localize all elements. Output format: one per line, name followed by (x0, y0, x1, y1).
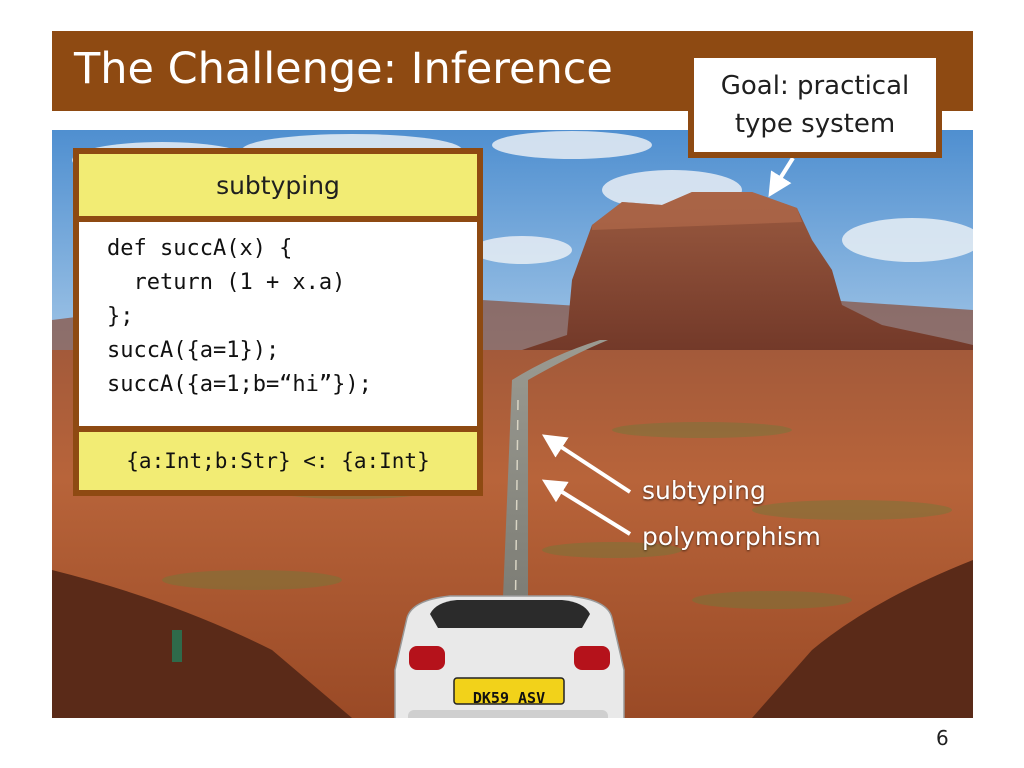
desert-road-photo (52, 130, 973, 718)
code-block: def succA(x) { return (1 + x.a) }; succA… (79, 222, 477, 426)
goal-line-2: type system (734, 109, 896, 139)
code-line: succA({a=1}); (107, 338, 280, 363)
subtyping-code-panel: subtyping def succA(x) { return (1 + x.a… (73, 148, 483, 496)
code-line: succA({a=1;b=“hi”}); (107, 372, 372, 397)
goal-callout: Goal: practical type system (688, 52, 942, 158)
license-plate: DK59 ASV (472, 689, 546, 707)
subtyping-arrow (541, 434, 632, 494)
subtype-relation: {a:Int;b:Str} <: {a:Int} (79, 432, 477, 490)
code-line: def succA(x) { (107, 236, 293, 261)
road-label-subtyping: subtyping (642, 476, 766, 505)
polymorphism-arrow (541, 479, 632, 536)
road-label-polymorphism: polymorphism (642, 522, 821, 551)
code-line: return (1 + x.a) (107, 270, 346, 295)
code-line: }; (107, 304, 134, 329)
goal-line-1: Goal: practical (720, 71, 910, 101)
convertible-car-image (394, 595, 625, 718)
goal-arrow (768, 156, 795, 198)
page-number: 6 (936, 726, 949, 750)
code-panel-header: subtyping (79, 154, 477, 216)
slide-title: The Challenge: Inference (74, 44, 613, 94)
goal-callout-text: Goal: practical type system (694, 58, 936, 152)
